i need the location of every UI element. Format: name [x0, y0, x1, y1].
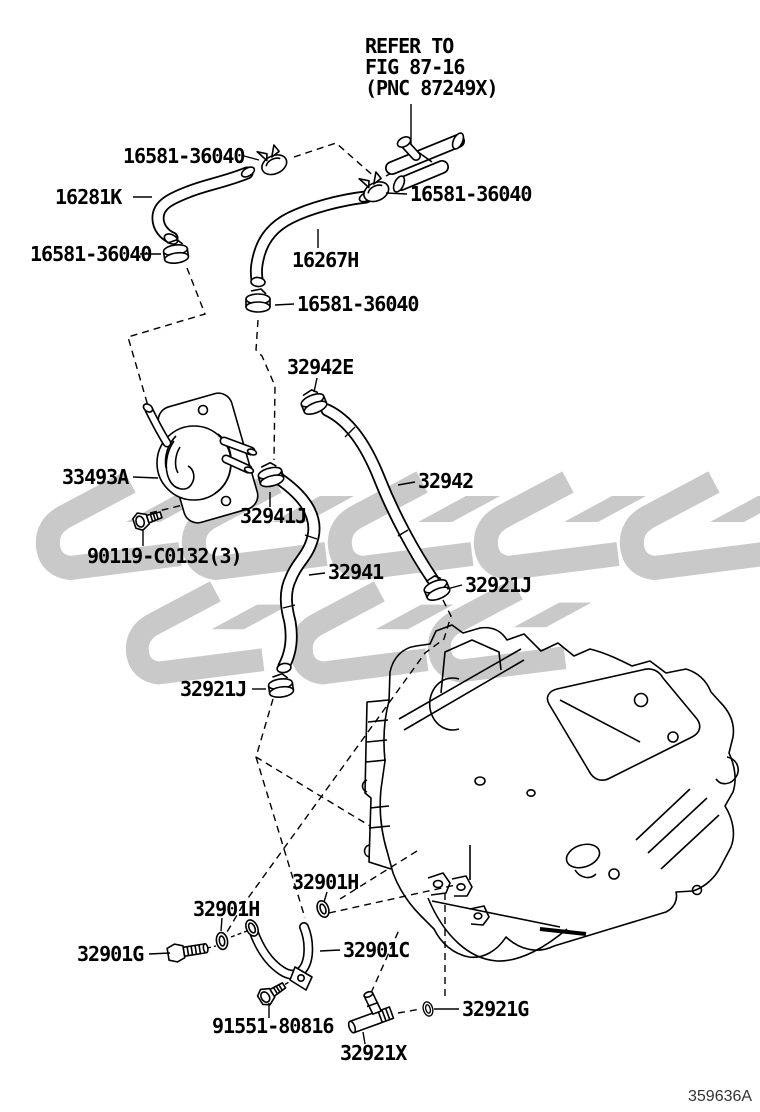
oring-32921G — [420, 1000, 436, 1018]
refer-note-line: FIG 87-16 — [365, 55, 465, 79]
oring-32901H-lower — [214, 930, 230, 952]
transaxle-case-drawing — [361, 624, 739, 962]
part-label: 16581-36040 — [297, 292, 419, 316]
watermark-logo — [48, 482, 760, 673]
part-label: 16281K — [55, 185, 122, 209]
part-label: 32941J — [240, 504, 307, 528]
part-label: 16581-36040 — [123, 144, 245, 168]
part-label: 32941 — [328, 560, 384, 584]
part-label: 16581-36040 — [410, 182, 532, 206]
bolt-91551 — [254, 976, 290, 1009]
part-label: 16267H — [292, 248, 359, 272]
part-label: 32921G — [462, 997, 529, 1021]
hose-32941 — [271, 471, 321, 674]
part-label: 90119-C0132(3) — [87, 544, 243, 568]
refer-note-line: REFER TO — [365, 34, 454, 58]
oil-cooler-33493A — [142, 392, 259, 524]
hose-16267H — [249, 190, 374, 288]
part-label: 32901H — [292, 870, 359, 894]
part-label: 32921J — [180, 677, 247, 701]
part-label: 32901H — [193, 897, 260, 921]
hose-16281K — [151, 166, 256, 245]
refer-note: REFER TO FIG 87-16 (PNC 87249X) — [365, 36, 498, 99]
part-label: 32942 — [418, 469, 474, 493]
refer-note-line: (PNC 87249X) — [365, 76, 498, 100]
part-label: 16581-36040 — [30, 242, 152, 266]
part-label: 32901C — [343, 938, 410, 962]
figure-code: 359636A — [688, 1088, 753, 1105]
part-label: 32921X — [340, 1041, 407, 1065]
joint-32921X — [347, 990, 395, 1034]
part-label: 91551-80816 — [212, 1014, 334, 1038]
union-bolt-32901G — [166, 943, 209, 963]
part-label: 33493A — [62, 465, 129, 489]
part-label: 32921J — [465, 573, 532, 597]
oil-tube-32901C — [245, 919, 314, 991]
hose-32942 — [320, 403, 440, 587]
oring-32901H-upper — [314, 898, 332, 920]
water-joint-drawing — [385, 104, 465, 193]
part-label: 32901G — [77, 942, 144, 966]
part-label: 32942E — [287, 355, 354, 379]
leader-lines — [132, 155, 463, 1045]
